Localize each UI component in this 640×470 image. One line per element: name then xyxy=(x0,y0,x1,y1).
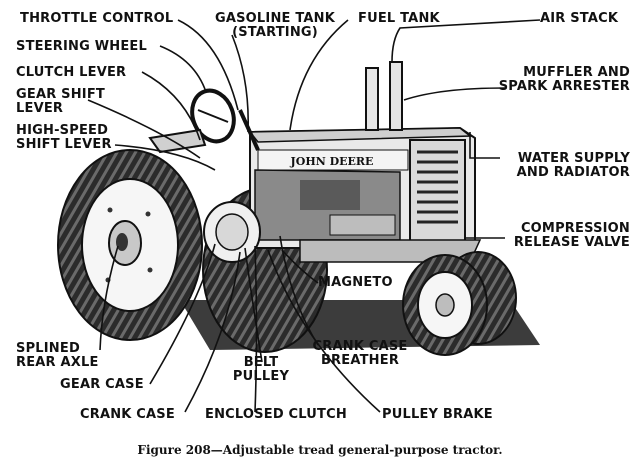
label-splined-line2: REAR AXLE xyxy=(16,355,99,370)
label-air-stack: AIR STACK xyxy=(540,11,619,26)
label-water-supply-line2: AND RADIATOR xyxy=(516,165,630,180)
hood-body xyxy=(248,126,482,263)
label-steering-wheel: STEERING WHEEL xyxy=(16,39,147,54)
label-gasoline-tank: GASOLINE TANK (STARTING) xyxy=(210,12,340,40)
label-belt-pulley: BELT PULLEY xyxy=(226,356,296,384)
label-fuel-tank: FUEL TANK xyxy=(358,11,440,26)
steering-wheel-art xyxy=(190,88,260,151)
leader-lines xyxy=(87,19,541,413)
near-rear-wheel xyxy=(57,149,203,341)
label-high-speed-line2: SHIFT LEVER xyxy=(16,137,112,152)
label-gear-case: GEAR CASE xyxy=(60,377,144,392)
belt-pulley-art xyxy=(203,201,261,263)
label-splined-line1: SPLINED xyxy=(16,341,80,356)
label-belt-pulley-line2: PULLEY xyxy=(232,369,290,384)
label-splined-rear-axle: SPLINED REAR AXLE xyxy=(16,342,99,370)
label-muffler-line2: SPARK ARRESTER xyxy=(498,79,630,94)
label-gasoline-tank-line2: (STARTING) xyxy=(232,25,318,40)
air-stack-and-muffler xyxy=(365,61,403,131)
label-water-supply-line1: WATER SUPPLY xyxy=(517,151,630,166)
label-crank-breather-line2: BREATHER xyxy=(320,353,400,368)
label-water-supply: WATER SUPPLY AND RADIATOR xyxy=(470,152,630,180)
label-gear-shift-lever: GEAR SHIFT LEVER xyxy=(16,88,105,116)
label-compression-line2: RELEASE VALVE xyxy=(513,235,630,250)
label-gasoline-tank-line1: GASOLINE TANK xyxy=(214,11,336,26)
label-gear-shift-line1: GEAR SHIFT xyxy=(16,87,105,102)
label-compression-line1: COMPRESSION xyxy=(520,221,630,236)
label-crank-case-breather: CRANK CASE BREATHER xyxy=(300,340,420,368)
label-muffler-line1: MUFFLER AND xyxy=(523,65,630,80)
label-high-speed-line1: HIGH-SPEED xyxy=(16,123,109,138)
label-magneto: MAGNETO xyxy=(318,275,393,290)
label-enclosed-clutch: ENCLOSED CLUTCH xyxy=(205,407,347,422)
front-wheels xyxy=(402,251,517,356)
label-muffler: MUFFLER AND SPARK ARRESTER xyxy=(470,66,630,94)
figure-caption: Figure 208—Adjustable tread general-purp… xyxy=(137,443,503,457)
label-pulley-brake: PULLEY BRAKE xyxy=(382,407,493,422)
label-clutch-lever: CLUTCH LEVER xyxy=(16,65,127,80)
label-belt-pulley-line1: BELT xyxy=(243,355,279,370)
label-gear-shift-line2: LEVER xyxy=(16,101,64,116)
hood-brand: JOHN DEERE xyxy=(290,155,374,168)
label-crank-breather-line1: CRANK CASE xyxy=(312,339,408,354)
label-crank-case: CRANK CASE xyxy=(80,407,175,422)
label-compression-release-valve: COMPRESSION RELEASE VALVE xyxy=(470,222,630,250)
label-throttle-control: THROTTLE CONTROL xyxy=(20,11,174,26)
label-high-speed-shift-lever: HIGH-SPEED SHIFT LEVER xyxy=(16,124,112,152)
seat-art xyxy=(148,128,207,154)
